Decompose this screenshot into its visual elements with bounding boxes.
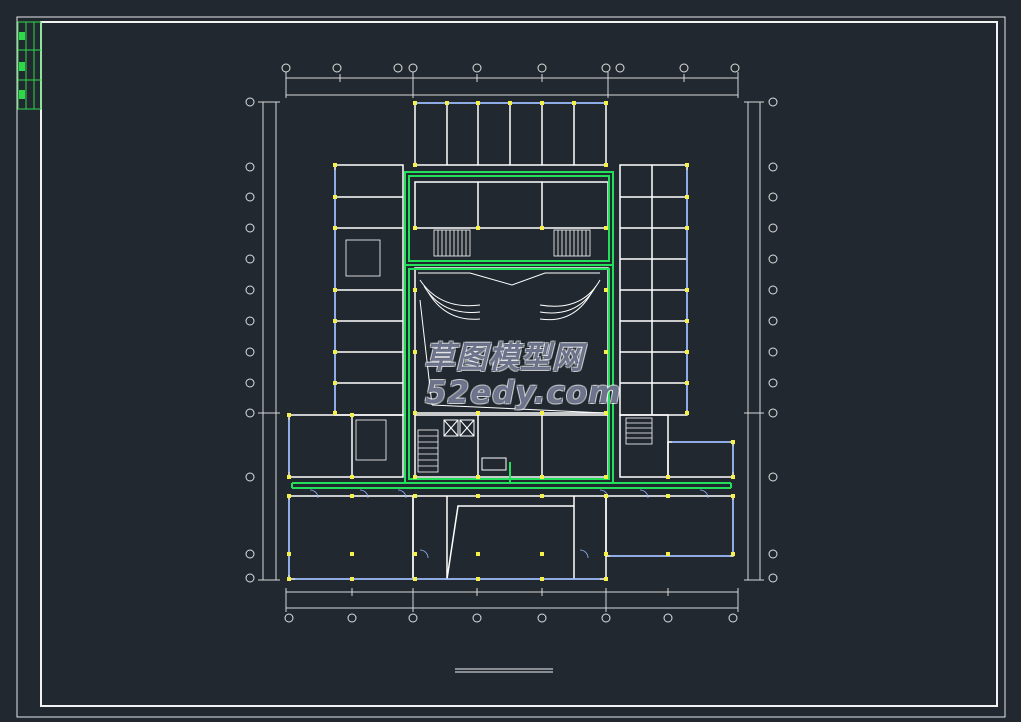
right-axis-bubbles — [768, 97, 778, 583]
title-block-strip — [17, 21, 42, 110]
door-swings — [309, 489, 709, 559]
building-walls — [288, 102, 734, 580]
top-axis-bubbles — [281, 63, 740, 73]
auditorium-seating — [418, 272, 606, 414]
elevator-shafts — [443, 419, 507, 471]
top-dimension-chain — [285, 72, 739, 98]
window-lines — [288, 102, 734, 580]
drawing-frame — [16, 16, 1006, 718]
corridor-outlines — [291, 171, 732, 489]
structural-columns — [287, 101, 735, 581]
stairs — [345, 229, 653, 473]
right-dimension-chain — [744, 101, 764, 581]
drawing-title-underline — [455, 668, 553, 673]
bottom-dimension-chain — [285, 588, 739, 612]
left-axis-bubbles — [245, 97, 255, 583]
left-dimension-chain — [258, 101, 280, 581]
bottom-axis-bubbles — [284, 613, 738, 623]
